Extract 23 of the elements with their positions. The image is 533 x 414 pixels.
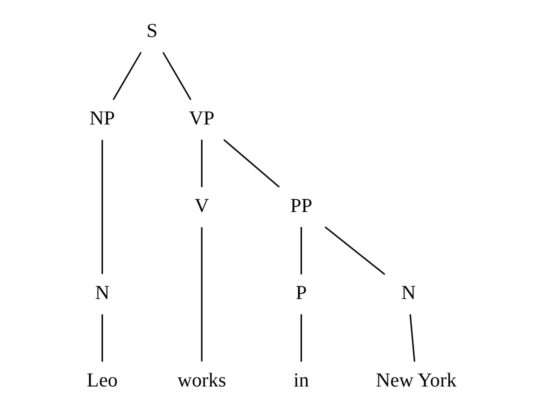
connector [200, 227, 202, 362]
node-text: V [194, 194, 208, 217]
node-text: works [176, 370, 226, 392]
connector [162, 52, 191, 100]
node-text: Leo [86, 370, 118, 392]
connector [101, 140, 102, 274]
connector [300, 314, 302, 362]
node-text: P [295, 282, 306, 304]
connector [112, 52, 142, 100]
node-text: S [146, 20, 158, 42]
connector [101, 314, 102, 362]
node-text: N [94, 282, 109, 304]
connector [200, 140, 202, 188]
connector [409, 314, 415, 362]
node-text: N [400, 282, 416, 304]
node-text: NP [89, 108, 114, 130]
node-text: PP [290, 194, 312, 217]
connector [300, 227, 302, 274]
connector [222, 139, 280, 188]
node-text: New York [375, 370, 456, 392]
node-text: VP [188, 108, 214, 130]
connector [324, 226, 385, 275]
node-text: in [293, 370, 309, 392]
